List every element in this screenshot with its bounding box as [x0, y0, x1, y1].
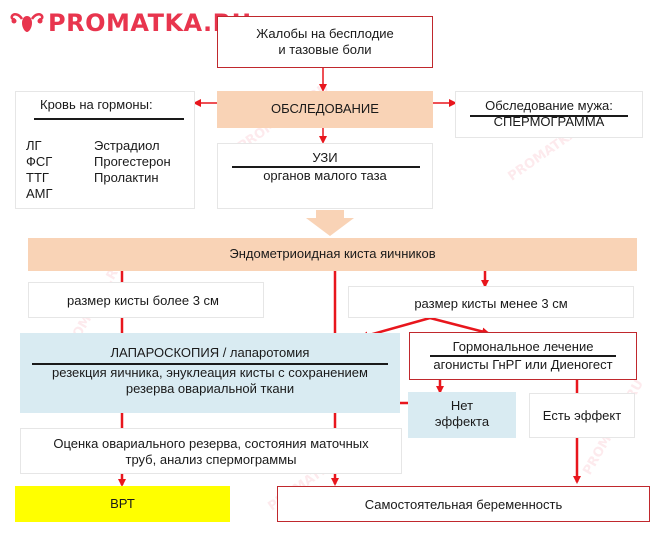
pregnancy-box: Самостоятельная беременность: [277, 486, 650, 522]
hormonal-box: Гормональное лечение агонисты ГнРГ или Д…: [409, 332, 637, 380]
assessment-line2: труб, анализ спермограммы: [125, 452, 297, 467]
effect-box: Есть эффект: [529, 393, 635, 438]
husband-title: Обследование мужа:: [485, 98, 613, 113]
examination-box: ОБСЛЕДОВАНИЕ: [217, 91, 433, 128]
surgery-title: ЛАПАРОСКОПИЯ / лапаротомия: [110, 345, 310, 360]
effect-label: Есть эффект: [542, 408, 622, 423]
size-small-box: размер кисты менее 3 см: [348, 286, 634, 318]
size-big-box: размер кисты более 3 см: [28, 282, 264, 318]
ivf-box: ВРТ: [15, 486, 230, 522]
size-big-label: размер кисты более 3 см: [67, 293, 219, 308]
down-arrow-icon: [306, 210, 354, 236]
hormone-item: ЛГ: [26, 138, 42, 153]
hormone-item: Прогестерон: [94, 154, 171, 169]
cyst-box: Эндометриоидная киста яичников: [28, 238, 637, 271]
husband-box: Обследование мужа: СПЕРМОГРАММА: [455, 91, 643, 138]
hormones-title: Кровь на гормоны:: [40, 97, 153, 112]
hormonal-subtitle: агонисты ГнРГ или Диеногест: [433, 357, 613, 372]
assessment-box: Оценка овариального резерва, состояния м…: [20, 428, 402, 474]
hormones-col2: Эстрадиол Прогестерон Пролактин: [94, 138, 171, 186]
hormone-item: Пролактин: [94, 170, 159, 185]
hormonal-underline: [430, 355, 616, 357]
no-effect-box: Нет эффекта: [408, 392, 516, 438]
husband-subtitle: СПЕРМОГРАММА: [493, 114, 605, 129]
complaints-line2: и тазовые боли: [278, 42, 372, 57]
examination-label: ОБСЛЕДОВАНИЕ: [271, 101, 379, 116]
no-effect-line1: Нет: [450, 398, 474, 413]
surgery-underline: [32, 363, 388, 365]
hormone-item: ФСГ: [26, 154, 53, 169]
hormonal-title: Гормональное лечение: [452, 339, 594, 354]
complaints-box: Жалобы на бесплодие и тазовые боли: [217, 16, 433, 68]
assessment-line1: Оценка овариального резерва, состояния м…: [53, 436, 369, 451]
ultrasound-title: УЗИ: [312, 150, 338, 165]
hormones-box: Кровь на гормоны: ЛГ ФСГ ТТГ АМГ Эстради…: [15, 91, 195, 209]
hormone-item: Эстрадиол: [94, 138, 160, 153]
ultrasound-box: УЗИ органов малого таза: [217, 143, 433, 209]
ultrasound-underline: [232, 166, 420, 168]
surgery-line1: резекция яичника, энуклеация кисты с сох…: [52, 365, 368, 380]
ultrasound-subtitle: органов малого таза: [263, 168, 387, 183]
size-small-label: размер кисты менее 3 см: [414, 296, 568, 311]
husband-underline: [470, 115, 628, 117]
surgery-box: ЛАПАРОСКОПИЯ / лапаротомия резекция яичн…: [20, 333, 400, 413]
hormone-item: ТТГ: [26, 170, 49, 185]
surgery-line2: резерва овариальной ткани: [125, 381, 295, 396]
complaints-line1: Жалобы на бесплодие: [256, 26, 394, 41]
uterus-icon: [10, 13, 44, 32]
hormones-title-underline: [34, 118, 184, 120]
cyst-label: Эндометриоидная киста яичников: [229, 246, 436, 261]
hormones-col1: ЛГ ФСГ ТТГ АМГ: [26, 138, 53, 202]
hormone-item: АМГ: [26, 186, 53, 201]
ivf-label: ВРТ: [110, 496, 135, 511]
pregnancy-label: Самостоятельная беременность: [364, 497, 563, 512]
no-effect-line2: эффекта: [434, 414, 490, 429]
